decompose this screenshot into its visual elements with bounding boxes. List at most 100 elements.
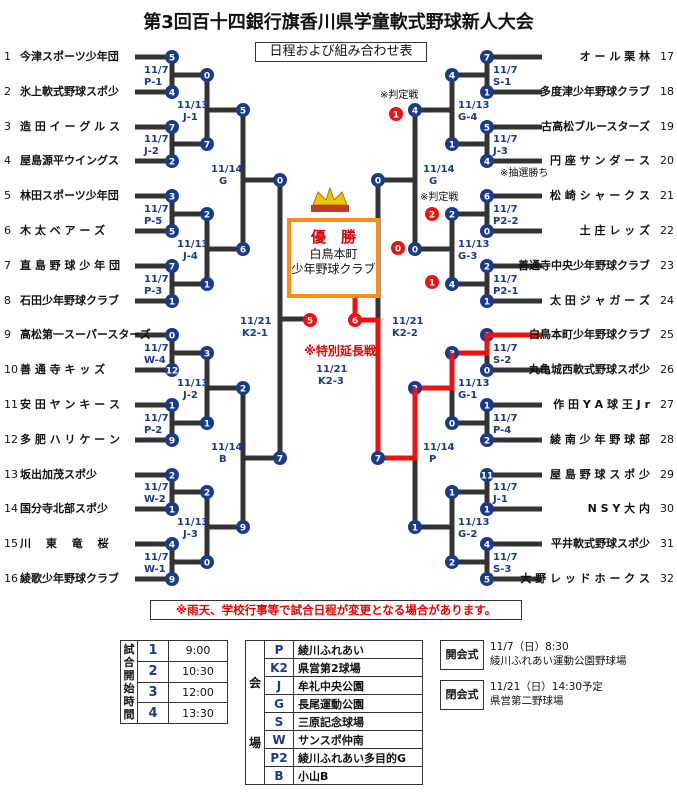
venue-code: G — [264, 694, 294, 713]
team-number: 28 — [660, 433, 674, 446]
score-marker-value: 5 — [484, 124, 490, 134]
score-marker — [165, 328, 179, 342]
score-marker-value: 1 — [169, 298, 175, 308]
score-marker — [273, 451, 287, 465]
score-marker — [445, 207, 459, 221]
score-marker-value: 4 — [449, 72, 455, 82]
team-name: 氷上軟式野球スポ少 — [20, 85, 119, 98]
score-marker — [408, 520, 422, 534]
match-date: 11/14 — [211, 442, 243, 453]
match-code: J-1 — [492, 494, 508, 505]
score-marker-value: 7 — [169, 263, 175, 273]
match-code: G — [429, 176, 437, 187]
match-code: G — [219, 176, 227, 187]
start-time-header: 試合開始時間 — [120, 640, 138, 724]
team-name: 今津スポーツ少年団 — [20, 50, 119, 63]
team-number: 21 — [660, 189, 674, 202]
score-marker — [236, 103, 250, 117]
score-marker-value: 7 — [375, 455, 381, 465]
team-name: 屋 島 野 球 ス ポ 少 — [550, 468, 650, 481]
score-marker — [445, 68, 459, 82]
score-marker — [480, 468, 494, 482]
team-name: 木 太 ベ ア ー ズ — [20, 224, 106, 237]
team-name: N S Y 大 内 — [587, 502, 650, 515]
chusen-note: ※抽選勝ち — [500, 166, 548, 179]
score-marker-value: 11 — [481, 472, 494, 482]
venue-name: 小山B — [293, 766, 423, 785]
score-marker-value: 1 — [484, 402, 490, 412]
score-marker — [165, 189, 179, 203]
score-marker-value: 1 — [204, 420, 210, 430]
score-marker-value: 1 — [412, 524, 418, 534]
team-number: 17 — [660, 50, 674, 63]
bracket-line — [280, 316, 308, 322]
winner-path-line — [355, 317, 381, 458]
team-name: 綾 南 少 年 野 球 部 — [550, 433, 650, 446]
score-marker — [480, 85, 494, 99]
score-marker — [165, 85, 179, 99]
venue-name: 牟礼中央公園 — [293, 676, 423, 695]
match-code: S-1 — [493, 77, 511, 88]
match-code: J-4 — [182, 251, 198, 262]
team-number: 29 — [660, 468, 674, 481]
schedule-change-notice: ※雨天、学校行事等で試合日程が変更となる場合があります。 — [150, 600, 522, 620]
team-number: 20 — [660, 154, 674, 167]
team-name: 作 田 Y A 球 王 J r — [553, 398, 650, 411]
page-title: 第3回百十四銀行旗香川県学童軟式野球新人大会 — [143, 12, 534, 33]
team-number: 15 — [4, 537, 18, 550]
match-code: P2-1 — [493, 286, 518, 297]
final-score-marker-value: 5 — [307, 317, 313, 327]
score-marker — [200, 137, 214, 151]
match-date: 11/21 — [240, 316, 272, 327]
score-marker — [165, 120, 179, 134]
match-date: 11/7 — [144, 343, 169, 354]
score-marker-value: 5 — [169, 228, 175, 238]
tiebreak-score-marker-value: 0 — [395, 245, 401, 255]
team-name: 松 崎 シ ャ ー ク ス — [550, 189, 650, 202]
start-time-table: 試合開始時間 1 9:00 2 10:30 3 12:00 4 13:30 — [120, 640, 228, 724]
score-marker — [165, 294, 179, 308]
page-subtitle: 日程および組み合わせ表 — [255, 42, 427, 62]
score-marker — [165, 502, 179, 516]
team-number: 25 — [660, 328, 674, 341]
team-number: 6 — [4, 224, 11, 237]
match-code: K2-2 — [392, 328, 418, 339]
closing-ceremony-datetime: 11/21（日）14:30予定 — [490, 681, 604, 693]
score-marker — [480, 433, 494, 447]
match-code: P-1 — [144, 77, 162, 88]
venue-name: 綾川ふれあい多目的G — [293, 748, 423, 767]
team-number: 13 — [4, 468, 18, 481]
venue-code: K2 — [264, 658, 294, 677]
score-marker — [445, 416, 459, 430]
team-name: 多 肥 ハ リ ケ ー ン — [20, 433, 120, 446]
game-number: 3 — [137, 681, 169, 704]
score-marker-value: 6 — [240, 246, 246, 256]
score-marker-value: 1 — [204, 281, 210, 291]
crown-shape — [312, 186, 348, 206]
venue-code: B — [264, 766, 294, 785]
team-number: 18 — [660, 85, 674, 98]
match-date: 11/7 — [144, 552, 169, 563]
game-number: 2 — [137, 660, 169, 683]
score-marker-value: 2 — [204, 211, 210, 221]
score-marker — [408, 242, 422, 256]
champion-team-line1: 白鳥本町 — [309, 247, 358, 261]
tiebreak-score-marker-value: 2 — [429, 211, 435, 221]
match-code: B — [219, 454, 227, 465]
team-number: 27 — [660, 398, 674, 411]
team-name: 石田少年野球クラブ — [20, 294, 119, 307]
score-marker — [408, 103, 422, 117]
team-name: オ ー ル 栗 林 — [579, 50, 650, 63]
venue-name: 長尾運動公園 — [293, 694, 423, 713]
team-name: 善 通 寺 キ ッ ズ — [20, 363, 106, 376]
team-number: 2 — [4, 85, 11, 98]
score-marker-value: 0 — [277, 177, 283, 187]
score-marker-value: 7 — [169, 124, 175, 134]
team-name: 綾歌少年野球クラブ — [20, 572, 119, 585]
score-marker-value: 9 — [169, 437, 175, 447]
score-marker — [480, 398, 494, 412]
score-marker-value: 1 — [449, 141, 455, 151]
